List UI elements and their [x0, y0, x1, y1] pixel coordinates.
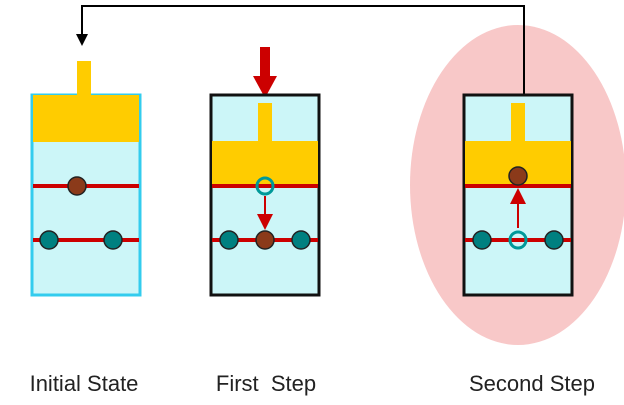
second-step-label: Second Step [469, 371, 595, 396]
brown-ball [67, 176, 87, 196]
second-step-panel [462, 93, 574, 297]
teal-ball [219, 230, 239, 250]
push-down-arrow-icon [253, 47, 277, 98]
teal-ball [291, 230, 311, 250]
piston-rod [77, 61, 91, 95]
initial-state-label: Initial State [30, 371, 139, 396]
brown-ball [255, 230, 275, 250]
first-step-label: First Step [216, 371, 316, 396]
initial-state-panel [30, 61, 142, 297]
brown-ball [508, 166, 528, 186]
first-step-panel [209, 47, 321, 297]
empty-ring-icon [508, 230, 528, 250]
teal-ball [39, 230, 59, 250]
piston-rod [258, 103, 272, 141]
teal-ball [103, 230, 123, 250]
teal-ball [472, 230, 492, 250]
teal-ball [544, 230, 564, 250]
empty-ring-icon [255, 176, 275, 196]
piston-head [33, 95, 139, 142]
piston-rod [511, 103, 525, 141]
